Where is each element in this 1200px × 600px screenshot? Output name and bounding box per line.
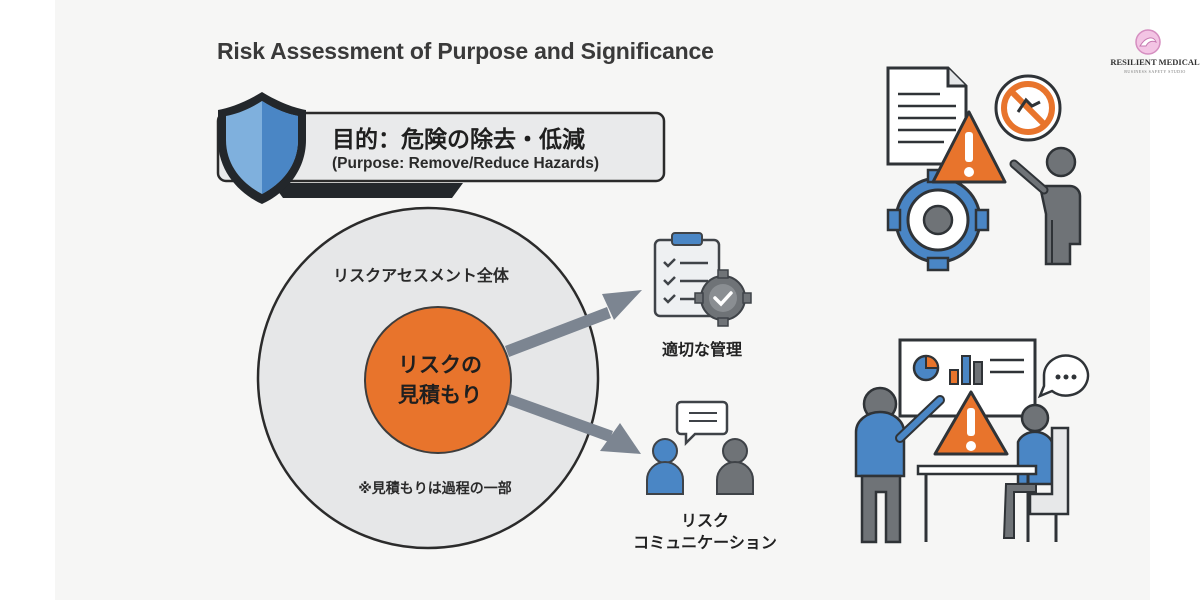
estimation-core-label: リスクの 見積もり (378, 350, 502, 411)
management-label: 適切な管理 (661, 340, 742, 359)
communication-label: リスク コミュニケーション (600, 510, 810, 555)
logo-tagline: BUSINESS SAFETY STUDIO (1124, 69, 1186, 74)
estimation-core-circle (364, 306, 512, 454)
checklist-gear-icon (653, 232, 752, 327)
estimation-note: ※見積もりは過程の一部 (358, 481, 512, 497)
arrow-to-management (505, 290, 642, 357)
arrow-to-communication (508, 394, 641, 454)
assessment-diagram (256, 206, 600, 550)
estimation-core-line1: リスクの (398, 353, 482, 377)
document-warning-icon (886, 66, 1082, 272)
estimation-core-line2: 見積もり (398, 383, 482, 408)
communication-line1: リスク (680, 511, 729, 530)
purpose-heading: 目的：危険の除去・低減 (332, 127, 585, 153)
purpose-translation: (Purpose: Remove/Reduce Hazards) (332, 155, 600, 172)
presentation-warning-icon (854, 338, 1090, 544)
logo-name: RESILIENT MEDICAL (1110, 57, 1200, 67)
shield-icon (218, 92, 306, 204)
communication-line2: コミュニケーション (633, 533, 777, 553)
assessment-outer-label: リスクアセスメント全体 (333, 266, 509, 285)
diagram-title: Risk Assessment of Purpose and Significa… (217, 38, 714, 64)
logo-icon (1135, 29, 1161, 55)
purpose-banner (216, 111, 666, 198)
chat-people-icon (646, 400, 754, 495)
